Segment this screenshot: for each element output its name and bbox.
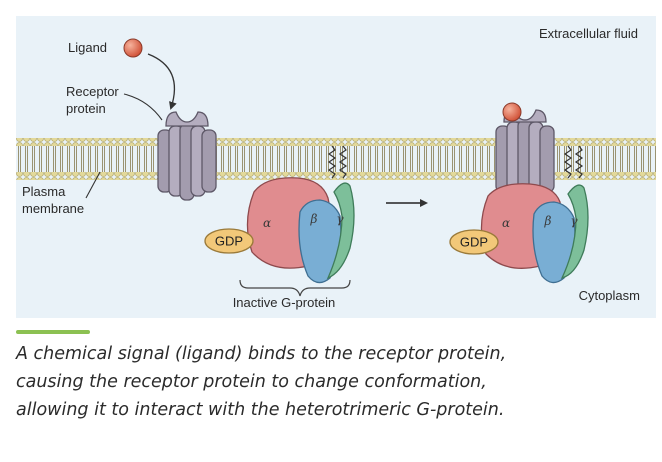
gdp-badge-active (449, 229, 499, 255)
alpha-subunit-label-active: α (502, 216, 510, 230)
gamma-subunit-label: γ (336, 212, 344, 226)
ligand-molecule (123, 38, 143, 58)
plasma-membrane-label-line2: membrane (22, 201, 84, 216)
inactive-g-protein-label: Inactive G-protein (233, 295, 336, 310)
gdp-badge (204, 228, 254, 254)
beta-subunit-label: β (310, 212, 318, 226)
ligand-label: Ligand (68, 40, 107, 55)
plasma-membrane-pointer (85, 171, 101, 199)
receptor-pointer (123, 93, 163, 121)
gdp-label: GDP (215, 234, 243, 249)
plasma-membrane-label-line1: Plasma (22, 184, 66, 199)
gdp-label-active: GDP (460, 235, 488, 250)
caption-line-3: allowing it to interact with the heterot… (16, 400, 505, 420)
extracellular-label: Extracellular fluid (539, 26, 638, 41)
g-protein-brace (239, 279, 351, 297)
alpha-subunit-label: α (263, 216, 271, 230)
beta-subunit-label-active: β (544, 214, 552, 228)
receptor-label-line2: protein (66, 101, 106, 116)
gamma-subunit-label-active: γ (570, 214, 578, 228)
caption-line-1: A chemical signal (ligand) binds to the … (16, 344, 507, 364)
figure-caption: A chemical signal (ligand) binds to the … (16, 340, 646, 424)
bound-ligand (502, 102, 522, 122)
caption-line-2: causing the receptor protein to change c… (16, 372, 487, 392)
receptor-label-line1: Receptor (66, 84, 119, 99)
caption-accent-bar (16, 330, 90, 334)
active-g-protein (449, 145, 589, 284)
ligand-binding-arrow (147, 53, 177, 110)
cytoplasm-label: Cytoplasm (579, 288, 640, 303)
inactive-g-protein (204, 145, 355, 284)
plasma-membrane (16, 138, 656, 180)
g-protein-diagram: GDP α β γ GDP α β γ Ligand Receptor prot… (16, 16, 656, 318)
receptor-protein-inactive (157, 111, 217, 201)
